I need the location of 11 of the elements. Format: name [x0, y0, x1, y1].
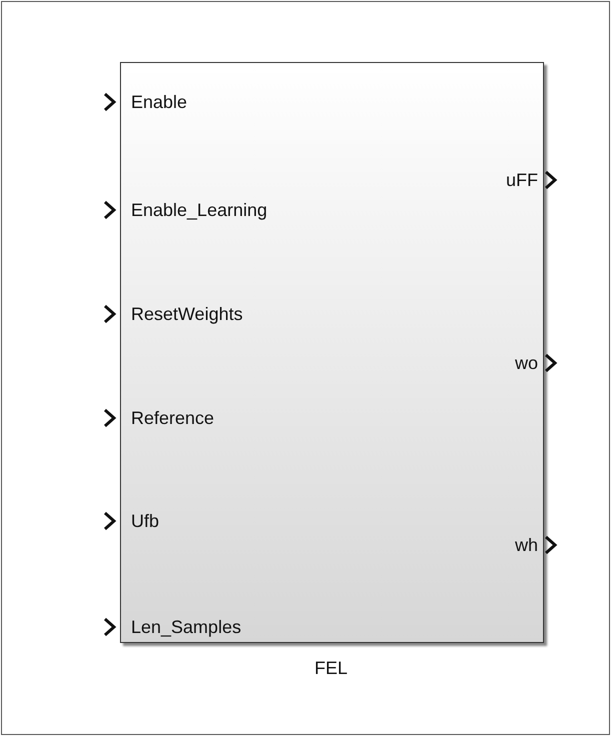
input-port-label: ResetWeights: [131, 303, 243, 325]
input-port-label: Reference: [131, 407, 214, 429]
subsystem-block: [120, 62, 544, 643]
input-port-label: Len_Samples: [131, 616, 242, 638]
input-port-label: Enable_Learning: [131, 199, 268, 221]
block-name: FEL: [314, 657, 348, 679]
output-port-label: uFF: [506, 169, 538, 191]
input-port-label: Enable: [131, 91, 188, 113]
output-port-label: wo: [514, 352, 538, 374]
input-port-label: Ufb: [131, 510, 160, 532]
output-port-label: wh: [514, 534, 538, 556]
